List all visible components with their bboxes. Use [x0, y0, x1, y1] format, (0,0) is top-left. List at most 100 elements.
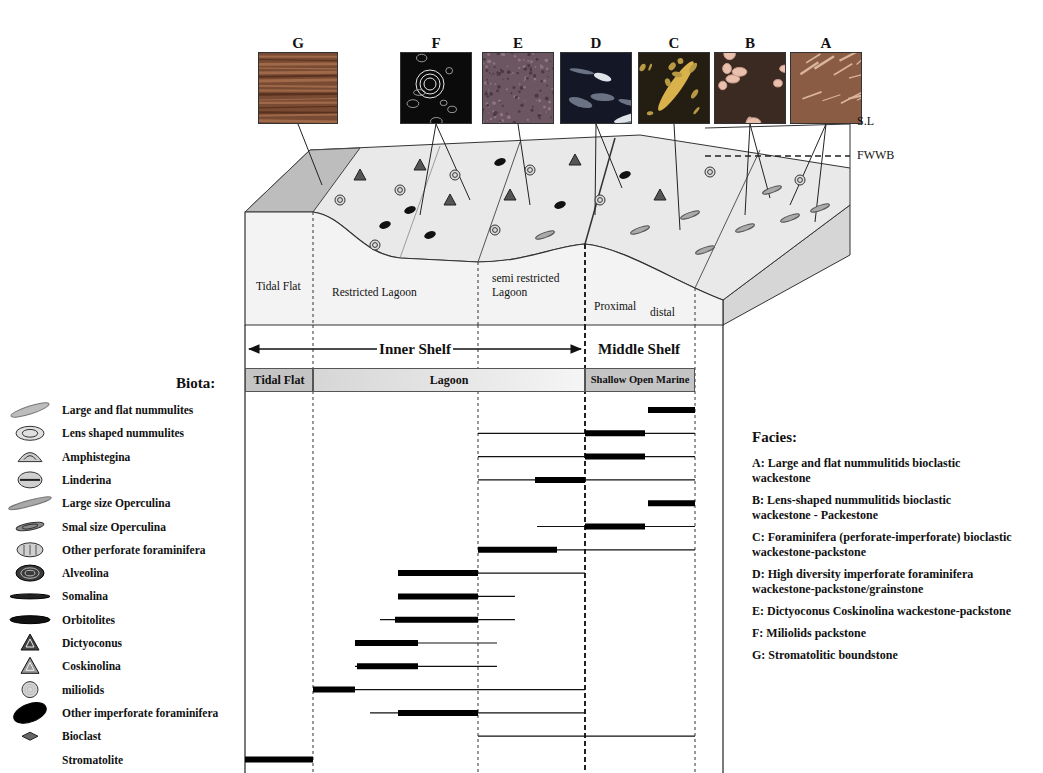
- zone-label: Tidal Flat: [254, 280, 303, 294]
- fossil-symbol: [395, 185, 405, 195]
- photo-grain: [486, 104, 489, 107]
- biota-symbol: [16, 565, 44, 581]
- biota-symbol: [21, 634, 39, 650]
- environment-label: Shallow Open Marine: [591, 373, 690, 387]
- zone-divider: [584, 244, 586, 325]
- photo-ground: [638, 52, 710, 124]
- zone-boundary: [585, 138, 615, 244]
- range-line: [398, 572, 585, 573]
- photo-grain: [693, 106, 701, 115]
- zone-label: semi restricted Lagoon: [490, 272, 578, 300]
- photo-grain: [546, 67, 548, 69]
- fossil-symbol: [338, 198, 343, 203]
- range-line: [478, 549, 695, 550]
- fossil-symbol: [490, 225, 500, 235]
- photo-grain: [664, 77, 672, 87]
- biota-symbol: [26, 639, 34, 647]
- facies-photo: F: [400, 34, 472, 124]
- facies-description: C: Foraminifera (perforate-imperforate) …: [752, 530, 1012, 560]
- photo-grain: [501, 53, 504, 56]
- photo-grain: [500, 70, 504, 74]
- biota-symbol: [16, 426, 44, 440]
- zone-divider: [584, 325, 586, 773]
- photo-grain: [529, 71, 532, 74]
- range-line: [355, 666, 497, 667]
- photo-grain: [527, 60, 529, 62]
- photo-grain: [524, 76, 528, 80]
- biota-symbol: [26, 662, 34, 670]
- photo-grain: [507, 78, 509, 80]
- photo-grain: [507, 70, 511, 74]
- fossil-symbol: [680, 209, 701, 221]
- range-bar: [398, 710, 478, 716]
- biota-symbol: [18, 453, 42, 462]
- facies-description: G: Stromatolitic boundstone: [752, 648, 1012, 663]
- photo-lamina: [258, 106, 338, 107]
- photo-grain: [548, 76, 549, 77]
- photo-grain: [514, 55, 517, 58]
- legend-label: Lens shaped nummulites: [62, 425, 184, 441]
- photo-grain: [534, 94, 538, 98]
- biota-symbol: [22, 523, 38, 529]
- fossil-symbols: [335, 154, 830, 256]
- range-line: [355, 642, 497, 643]
- photo-grain: [550, 116, 552, 118]
- photo-grain: [527, 53, 531, 57]
- environment-band: Shallow Open Marine: [585, 368, 695, 392]
- thin-section-photo: [482, 52, 554, 124]
- photo-grain: [548, 70, 549, 71]
- photo-grain: [648, 63, 653, 71]
- facies-letter: G: [258, 34, 338, 52]
- photo-grain: [590, 92, 615, 102]
- range-bar: [245, 757, 313, 763]
- photo-grain: [523, 65, 526, 68]
- photo-grain: [518, 90, 521, 93]
- thin-section-photo: [400, 52, 472, 124]
- legend-label: Alveolina: [62, 565, 109, 581]
- biota-symbol: [8, 495, 52, 512]
- facies-photo: D: [560, 34, 632, 124]
- legend-icons: [8, 400, 52, 740]
- shelf-label: Middle Shelf: [598, 340, 680, 358]
- photo-grain: [533, 74, 537, 78]
- photo-ground: [790, 52, 862, 124]
- legend-label: Bioclast: [62, 728, 101, 744]
- photo-grain: [524, 80, 526, 82]
- fwwb-label: FWWB: [857, 148, 894, 162]
- sea-level-line: [705, 124, 850, 168]
- photo-grain: [834, 64, 852, 75]
- photo-grain: [524, 100, 525, 101]
- legend-label: Coskinolina: [62, 658, 121, 674]
- photo-grain: [841, 91, 862, 103]
- fossil-symbol: [598, 198, 603, 203]
- legend-label: Other imperforate foraminifera: [62, 705, 218, 721]
- section-heading: Biota:: [176, 374, 215, 392]
- photo-grain: [550, 61, 552, 63]
- thin-section-photo: [258, 52, 338, 124]
- range-bar: [355, 640, 418, 646]
- photo-ground: [560, 52, 632, 124]
- range-bar: [585, 524, 645, 530]
- photo-grain: [483, 58, 486, 61]
- photo-lamina: [258, 111, 338, 113]
- photo-grain: [527, 64, 530, 67]
- photo-frame: [639, 53, 710, 124]
- fossil-symbol: [370, 240, 380, 250]
- biota-symbol: [10, 400, 51, 420]
- photo-grain: [677, 57, 684, 64]
- photo-grain: [512, 72, 514, 74]
- photo-grain: [654, 58, 698, 114]
- range-bar: [313, 687, 355, 693]
- facies-description: A: Large and flat nummulitids bioclastic…: [752, 456, 1012, 486]
- photo-grain: [498, 73, 501, 76]
- photo-grain: [483, 63, 485, 65]
- photo-grain: [774, 80, 783, 87]
- fossil-symbol: [553, 200, 567, 211]
- biota-symbol: [10, 400, 51, 420]
- photo-grain: [440, 100, 447, 105]
- fossil-symbol: [398, 188, 403, 193]
- fossil-symbol: [795, 175, 805, 185]
- photo-frame: [791, 53, 862, 124]
- facies-letter: C: [638, 34, 710, 52]
- photo-grain: [500, 113, 504, 117]
